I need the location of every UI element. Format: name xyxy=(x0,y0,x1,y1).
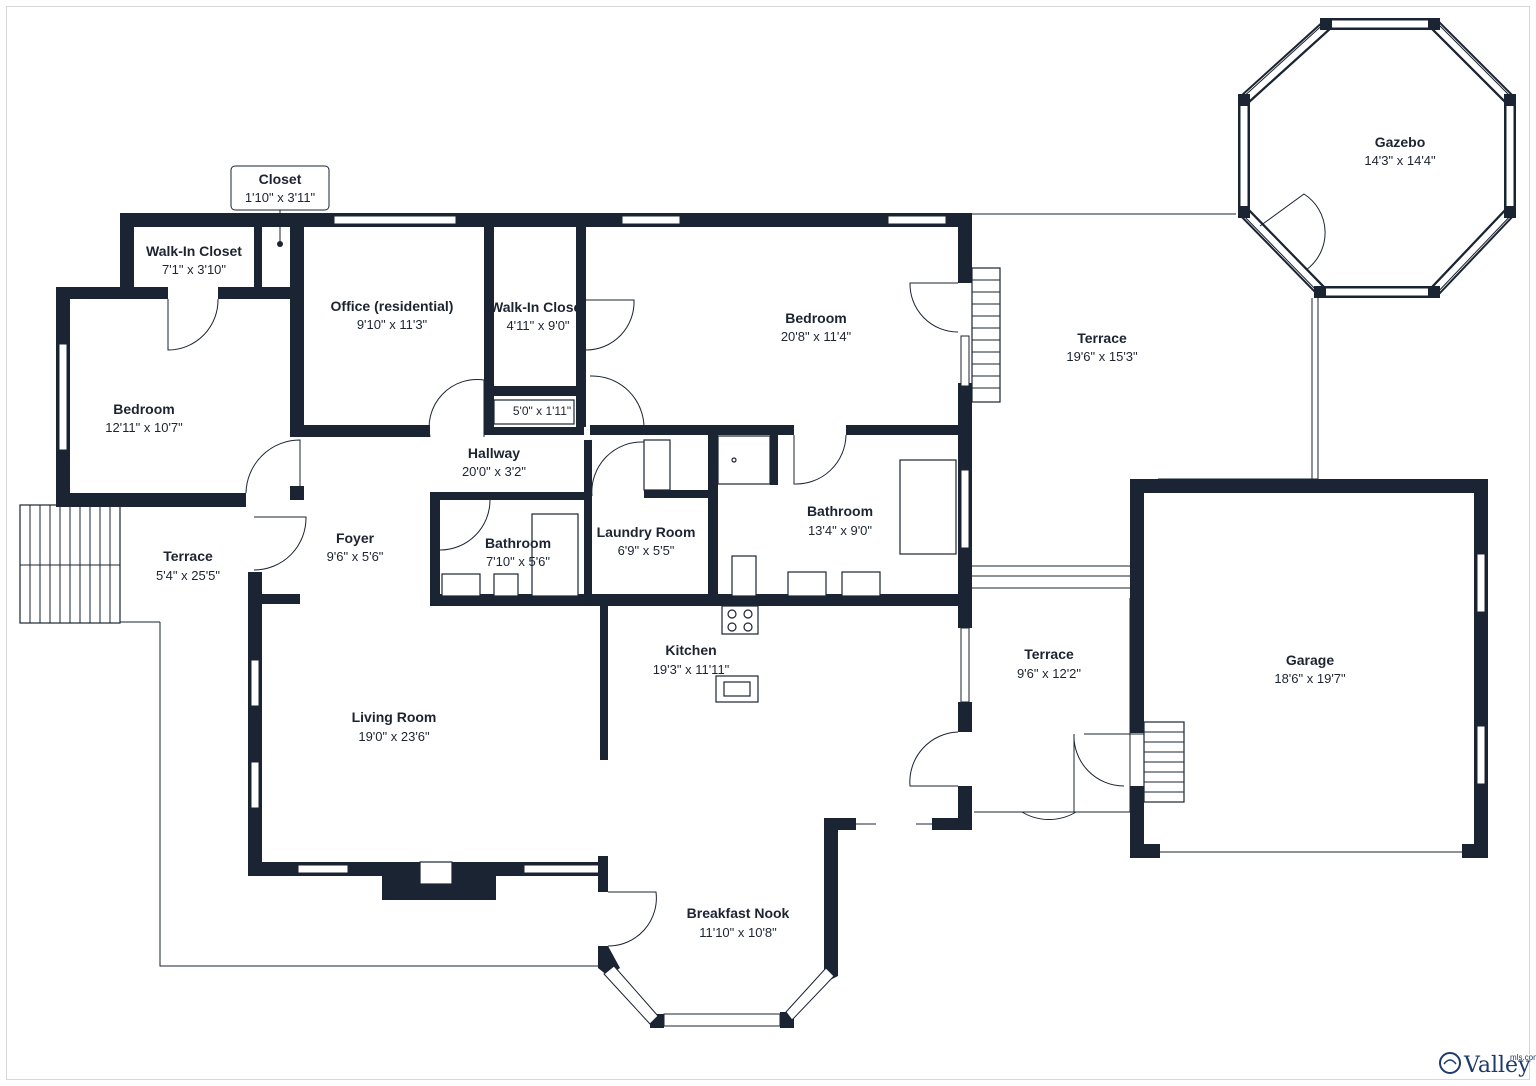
room-dim-breakfast-nook: 11'10" x 10'8" xyxy=(699,925,777,940)
room-dim-bedroom-main: 20'8" x 11'4" xyxy=(781,329,852,344)
room-dim-laundry: 6'9" x 5'5" xyxy=(618,543,675,558)
closet-callout xyxy=(230,165,330,247)
room-name-gazebo: Gazebo xyxy=(1375,134,1426,150)
room-dim-terrace-west: 5'4" x 25'5" xyxy=(156,568,220,583)
room-name-kitchen: Kitchen xyxy=(665,642,716,658)
room-dim-kitchen: 19'3" x 11'11" xyxy=(653,662,730,677)
room-name-breakfast-nook: Breakfast Nook xyxy=(687,905,790,921)
room-dim-office: 9'10" x 11'3" xyxy=(357,317,428,332)
room-dim-gazebo: 14'3" x 14'4" xyxy=(1364,153,1436,168)
room-name-bathroom-small: Bathroom xyxy=(485,535,551,551)
east-stairs xyxy=(971,267,1001,403)
room-name-living-room: Living Room xyxy=(352,709,437,725)
room-dim-living-room: 19'0" x 23'6" xyxy=(358,729,430,744)
room-labels: Closet 1'10" x 3'11" Walk-In Closet 7'1"… xyxy=(105,134,1436,940)
room-name-laundry: Laundry Room xyxy=(597,524,696,540)
garage-walls xyxy=(1130,479,1488,858)
left-stairs xyxy=(19,504,121,624)
logo-brand: Valley xyxy=(1463,1053,1531,1078)
room-name-bedroom-main: Bedroom xyxy=(785,310,846,326)
room-dim-walk-in-closet-center: 4'11" x 9'0" xyxy=(506,318,569,333)
gazebo xyxy=(1238,18,1516,298)
logo-suffix: mls.com xyxy=(1510,1053,1536,1062)
fixtures xyxy=(441,399,957,703)
doors xyxy=(167,282,1145,947)
room-name-foyer: Foyer xyxy=(336,530,375,546)
room-name-bedroom-west: Bedroom xyxy=(113,401,174,417)
room-name-terrace-west: Terrace xyxy=(163,548,213,564)
room-dim-closet: 1'10" x 3'11" xyxy=(245,190,316,205)
house-walls xyxy=(56,213,972,1028)
room-dim-foyer: 9'6" x 5'6" xyxy=(327,549,384,564)
valley-mls-logo: Valley mls.com xyxy=(1439,1052,1536,1078)
room-dim-bathroom-large: 13'4" x 9'0" xyxy=(808,523,872,538)
room-dim-walk-in-closet-left: 7'1" x 3'10" xyxy=(162,262,226,277)
room-name-hallway: Hallway xyxy=(468,445,520,461)
room-name-walk-in-closet-left: Walk-In Closet xyxy=(146,243,242,259)
room-name-closet: Closet xyxy=(259,171,302,187)
room-dim-terrace-east: 9'6" x 12'2" xyxy=(1017,666,1081,681)
room-dim-bedroom-west: 12'11" x 10'7" xyxy=(105,420,183,435)
room-name-walk-in-closet-center: Walk-In Closet xyxy=(490,299,586,315)
garage-stairs xyxy=(1143,721,1185,803)
room-name-garage: Garage xyxy=(1286,652,1334,668)
room-dim-bathroom-small: 7'10" x 5'6" xyxy=(486,554,550,569)
room-name-bathroom-large: Bathroom xyxy=(807,503,873,519)
room-name-office: Office (residential) xyxy=(331,298,454,314)
room-dim-terrace-north: 19'6" x 15'3" xyxy=(1066,349,1138,364)
room-dim-hallway: 20'0" x 3'2" xyxy=(462,464,526,479)
room-dim-garage: 18'6" x 19'7" xyxy=(1274,671,1346,686)
room-name-terrace-north: Terrace xyxy=(1077,330,1127,346)
room-dim-small-closet: 5'0" x 1'11" xyxy=(513,404,571,418)
room-name-terrace-east: Terrace xyxy=(1024,646,1074,662)
plan-frame xyxy=(6,6,1530,1080)
